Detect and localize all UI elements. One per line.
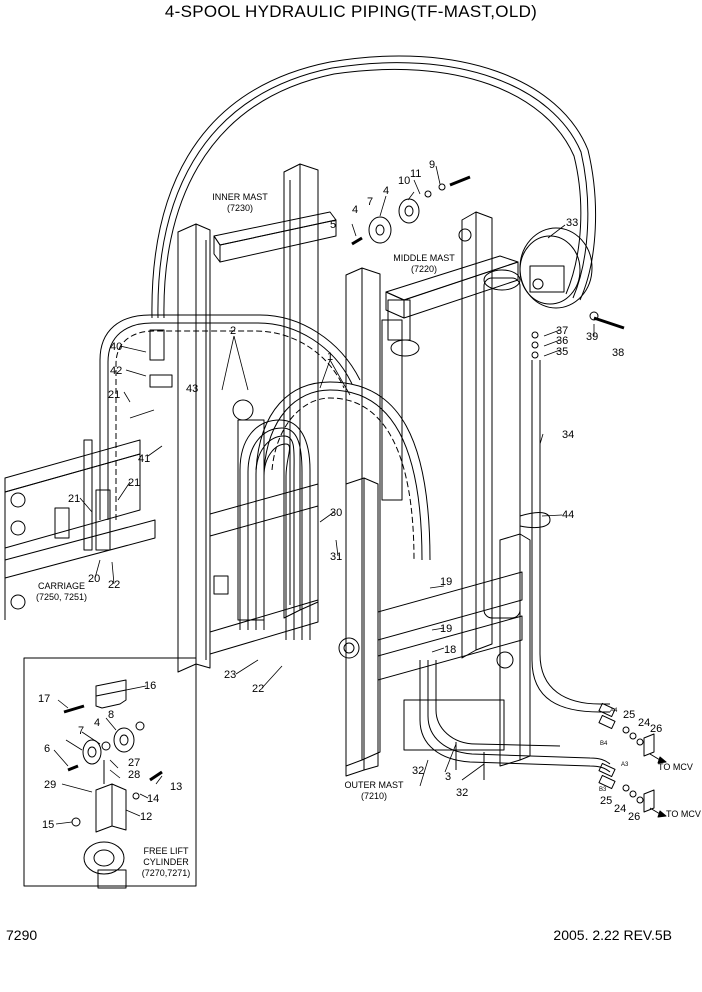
port-a4: A4: [610, 708, 618, 714]
callout-26a: 26: [650, 723, 662, 735]
callout-22a: 22: [108, 579, 120, 591]
callout-36: 36: [556, 335, 568, 347]
free-lift-detail: [63, 679, 163, 889]
callout-32b: 32: [456, 787, 468, 799]
callout-37: 37: [556, 325, 568, 337]
callout-14: 14: [147, 793, 159, 805]
callout-24a: 24: [638, 717, 650, 729]
callout-2: 2: [230, 325, 236, 337]
callout-21b: 21: [68, 493, 80, 505]
callout-25a: 25: [623, 709, 635, 721]
carriage-hoses: [99, 314, 361, 520]
callout-44: 44: [562, 509, 574, 521]
mcv-fittings: [598, 702, 667, 818]
outer-mast-code: (7210): [361, 791, 387, 801]
hose-reel: [519, 227, 625, 359]
free-lift-line2: CYLINDER: [143, 857, 189, 867]
callout-10: 10: [398, 175, 410, 187]
callout-20: 20: [88, 573, 100, 585]
middle-mast-name: MIDDLE MAST: [393, 253, 455, 263]
callout-24b: 24: [614, 803, 626, 815]
carriage-name: CARRIAGE: [38, 581, 85, 591]
inner-mast-name: INNER MAST: [212, 192, 268, 202]
date-revision: 2005. 2.22 REV.5B: [553, 927, 672, 943]
callout-29: 29: [44, 779, 56, 791]
overhead-hose-loop: [151, 55, 597, 319]
callout-39: 39: [586, 331, 598, 343]
callout-5: 5: [330, 219, 336, 231]
callout-13: 13: [170, 781, 182, 793]
callout-16: 16: [144, 680, 156, 692]
callout-7a: 7: [367, 196, 373, 208]
callout-22b: 22: [252, 683, 264, 695]
callout-4b: 4: [352, 204, 358, 216]
callout-27: 27: [128, 757, 140, 769]
callout-21c: 21: [128, 477, 140, 489]
port-b4: B4: [600, 741, 608, 747]
mast-hoses: [239, 381, 431, 640]
callout-43: 43: [186, 383, 198, 395]
callout-3: 3: [445, 771, 451, 783]
callout-23: 23: [224, 669, 236, 681]
callout-9: 9: [429, 159, 435, 171]
callout-4c: 4: [94, 717, 100, 729]
callout-18: 18: [444, 644, 456, 656]
bottom-hoses: [419, 660, 611, 780]
page-number: 7290: [6, 927, 38, 943]
leader-lines: [53, 165, 595, 825]
callout-17: 17: [38, 693, 50, 705]
to-mcv-upper: TO MCV: [658, 762, 693, 772]
carriage: [4, 439, 156, 620]
callout-15: 15: [42, 819, 54, 831]
inset-box: [23, 657, 197, 887]
inner-mast-code: (7230): [227, 203, 253, 213]
callout-33: 33: [566, 217, 578, 229]
callout-42: 42: [110, 365, 122, 377]
callout-19b: 19: [440, 623, 452, 635]
carriage-code: (7250, 7251): [36, 592, 87, 602]
port-a3: A3: [621, 762, 629, 768]
outer-mast-name: OUTER MAST: [344, 780, 404, 790]
callout-12: 12: [140, 811, 152, 823]
callout-4a: 4: [383, 185, 389, 197]
callout-34: 34: [562, 429, 574, 441]
lift-cylinders: [232, 269, 521, 621]
callout-30: 30: [330, 507, 342, 519]
callout-numbers: 1 2 3 4 4 4 5 6 7 7 8 9 10 11 12 13 14 1…: [38, 159, 662, 831]
callout-25b: 25: [600, 795, 612, 807]
callout-41: 41: [138, 453, 150, 465]
callout-21a: 21: [108, 389, 120, 401]
callout-35: 35: [556, 346, 568, 358]
callout-38: 38: [612, 347, 624, 359]
callout-8: 8: [108, 709, 114, 721]
callout-19a: 19: [440, 576, 452, 588]
callout-7b: 7: [78, 725, 84, 737]
to-mcv-lower: TO MCV: [666, 809, 701, 819]
port-b3: B3: [599, 787, 607, 793]
sheave-assembly-top: [351, 175, 471, 246]
callout-28: 28: [128, 769, 140, 781]
middle-mast-code: (7220): [411, 264, 437, 274]
free-lift-line1: FREE LIFT: [143, 846, 189, 856]
assembly-captions: INNER MAST (7230) MIDDLE MAST (7220) OUT…: [36, 192, 701, 878]
free-lift-code: (7270,7271): [142, 868, 191, 878]
callout-40: 40: [110, 341, 122, 353]
inner-mast: [177, 163, 337, 673]
callout-32a: 32: [412, 765, 424, 777]
callout-31: 31: [330, 551, 342, 563]
callout-6: 6: [44, 743, 50, 755]
callout-26b: 26: [628, 811, 640, 823]
callout-11: 11: [410, 168, 421, 180]
outer-mast: [338, 477, 531, 777]
middle-mast: [345, 211, 519, 767]
callout-1: 1: [327, 351, 333, 363]
side-hose-to-mcv: [519, 360, 610, 713]
page-title: 4-SPOOL HYDRAULIC PIPING(TF-MAST,OLD): [164, 2, 538, 21]
